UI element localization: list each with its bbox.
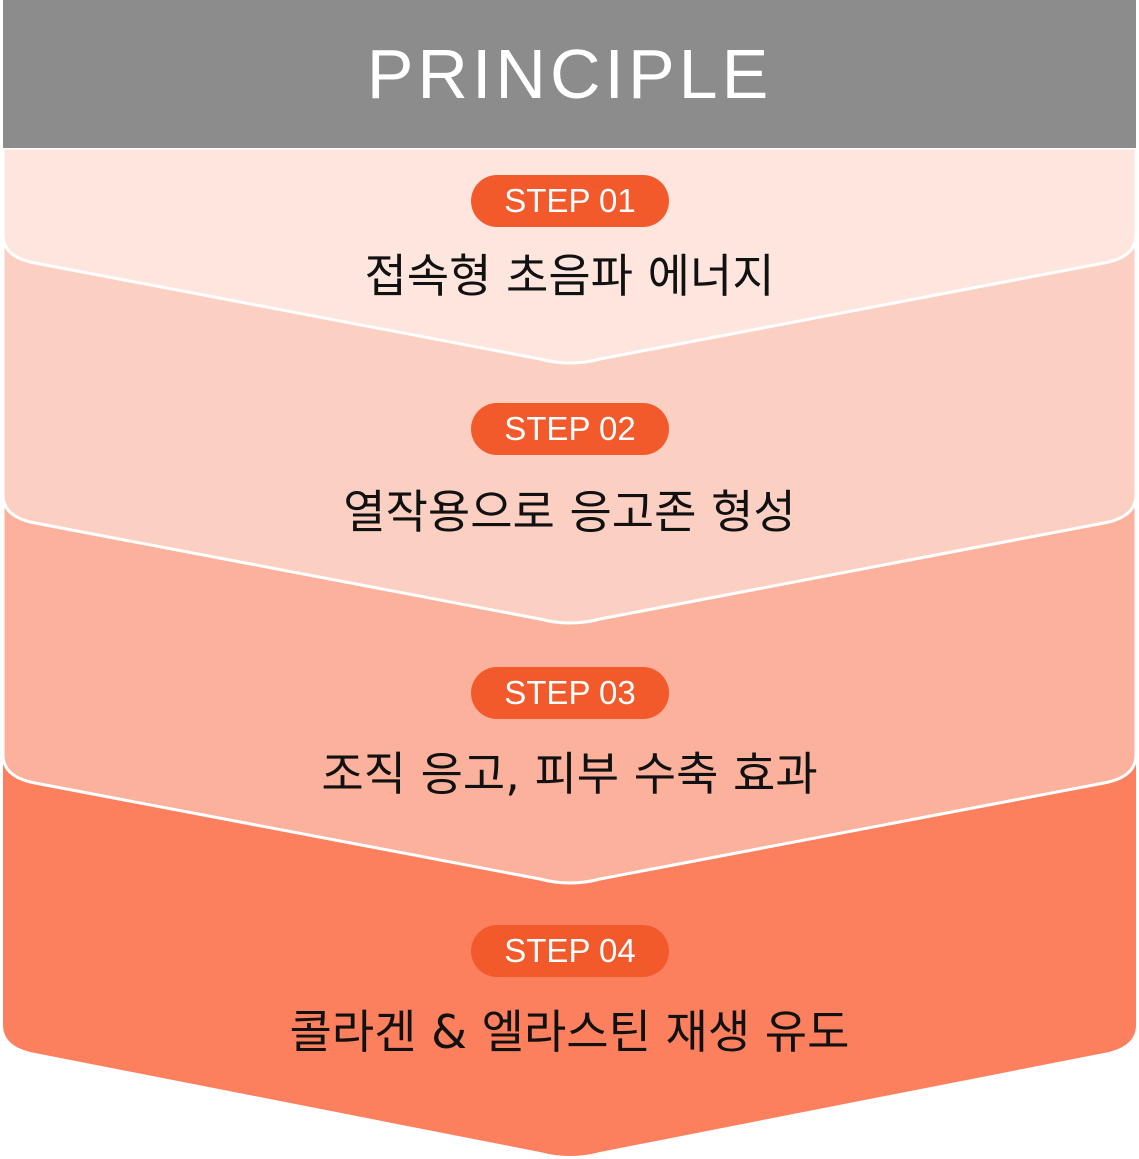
header-bar: PRINCIPLE	[3, 0, 1136, 148]
step-title-4: 콜라겐 & 엘라스틴 재생 유도	[289, 1005, 850, 1059]
step-title-1: 접속형 초음파 에너지	[364, 249, 775, 303]
page-title: PRINCIPLE	[366, 35, 773, 113]
step-badge-3: STEP 03	[471, 667, 669, 719]
step-badge-1: STEP 01	[471, 175, 669, 227]
step-badge-4: STEP 04	[471, 925, 669, 977]
step-title-3: 조직 응고, 피부 수축 효과	[321, 747, 818, 801]
step-panel-1	[1, 146, 1138, 365]
step-badge-2: STEP 02	[471, 403, 669, 455]
step-title-2: 열작용으로 응고존 형성	[343, 485, 796, 539]
